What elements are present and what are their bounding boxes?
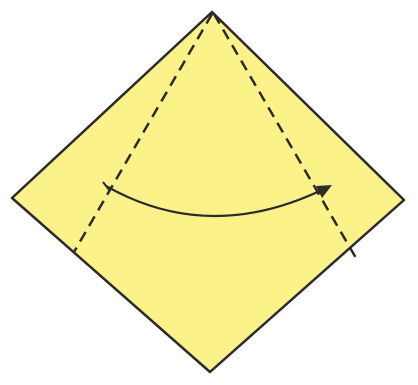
- paper-square: [12, 12, 404, 372]
